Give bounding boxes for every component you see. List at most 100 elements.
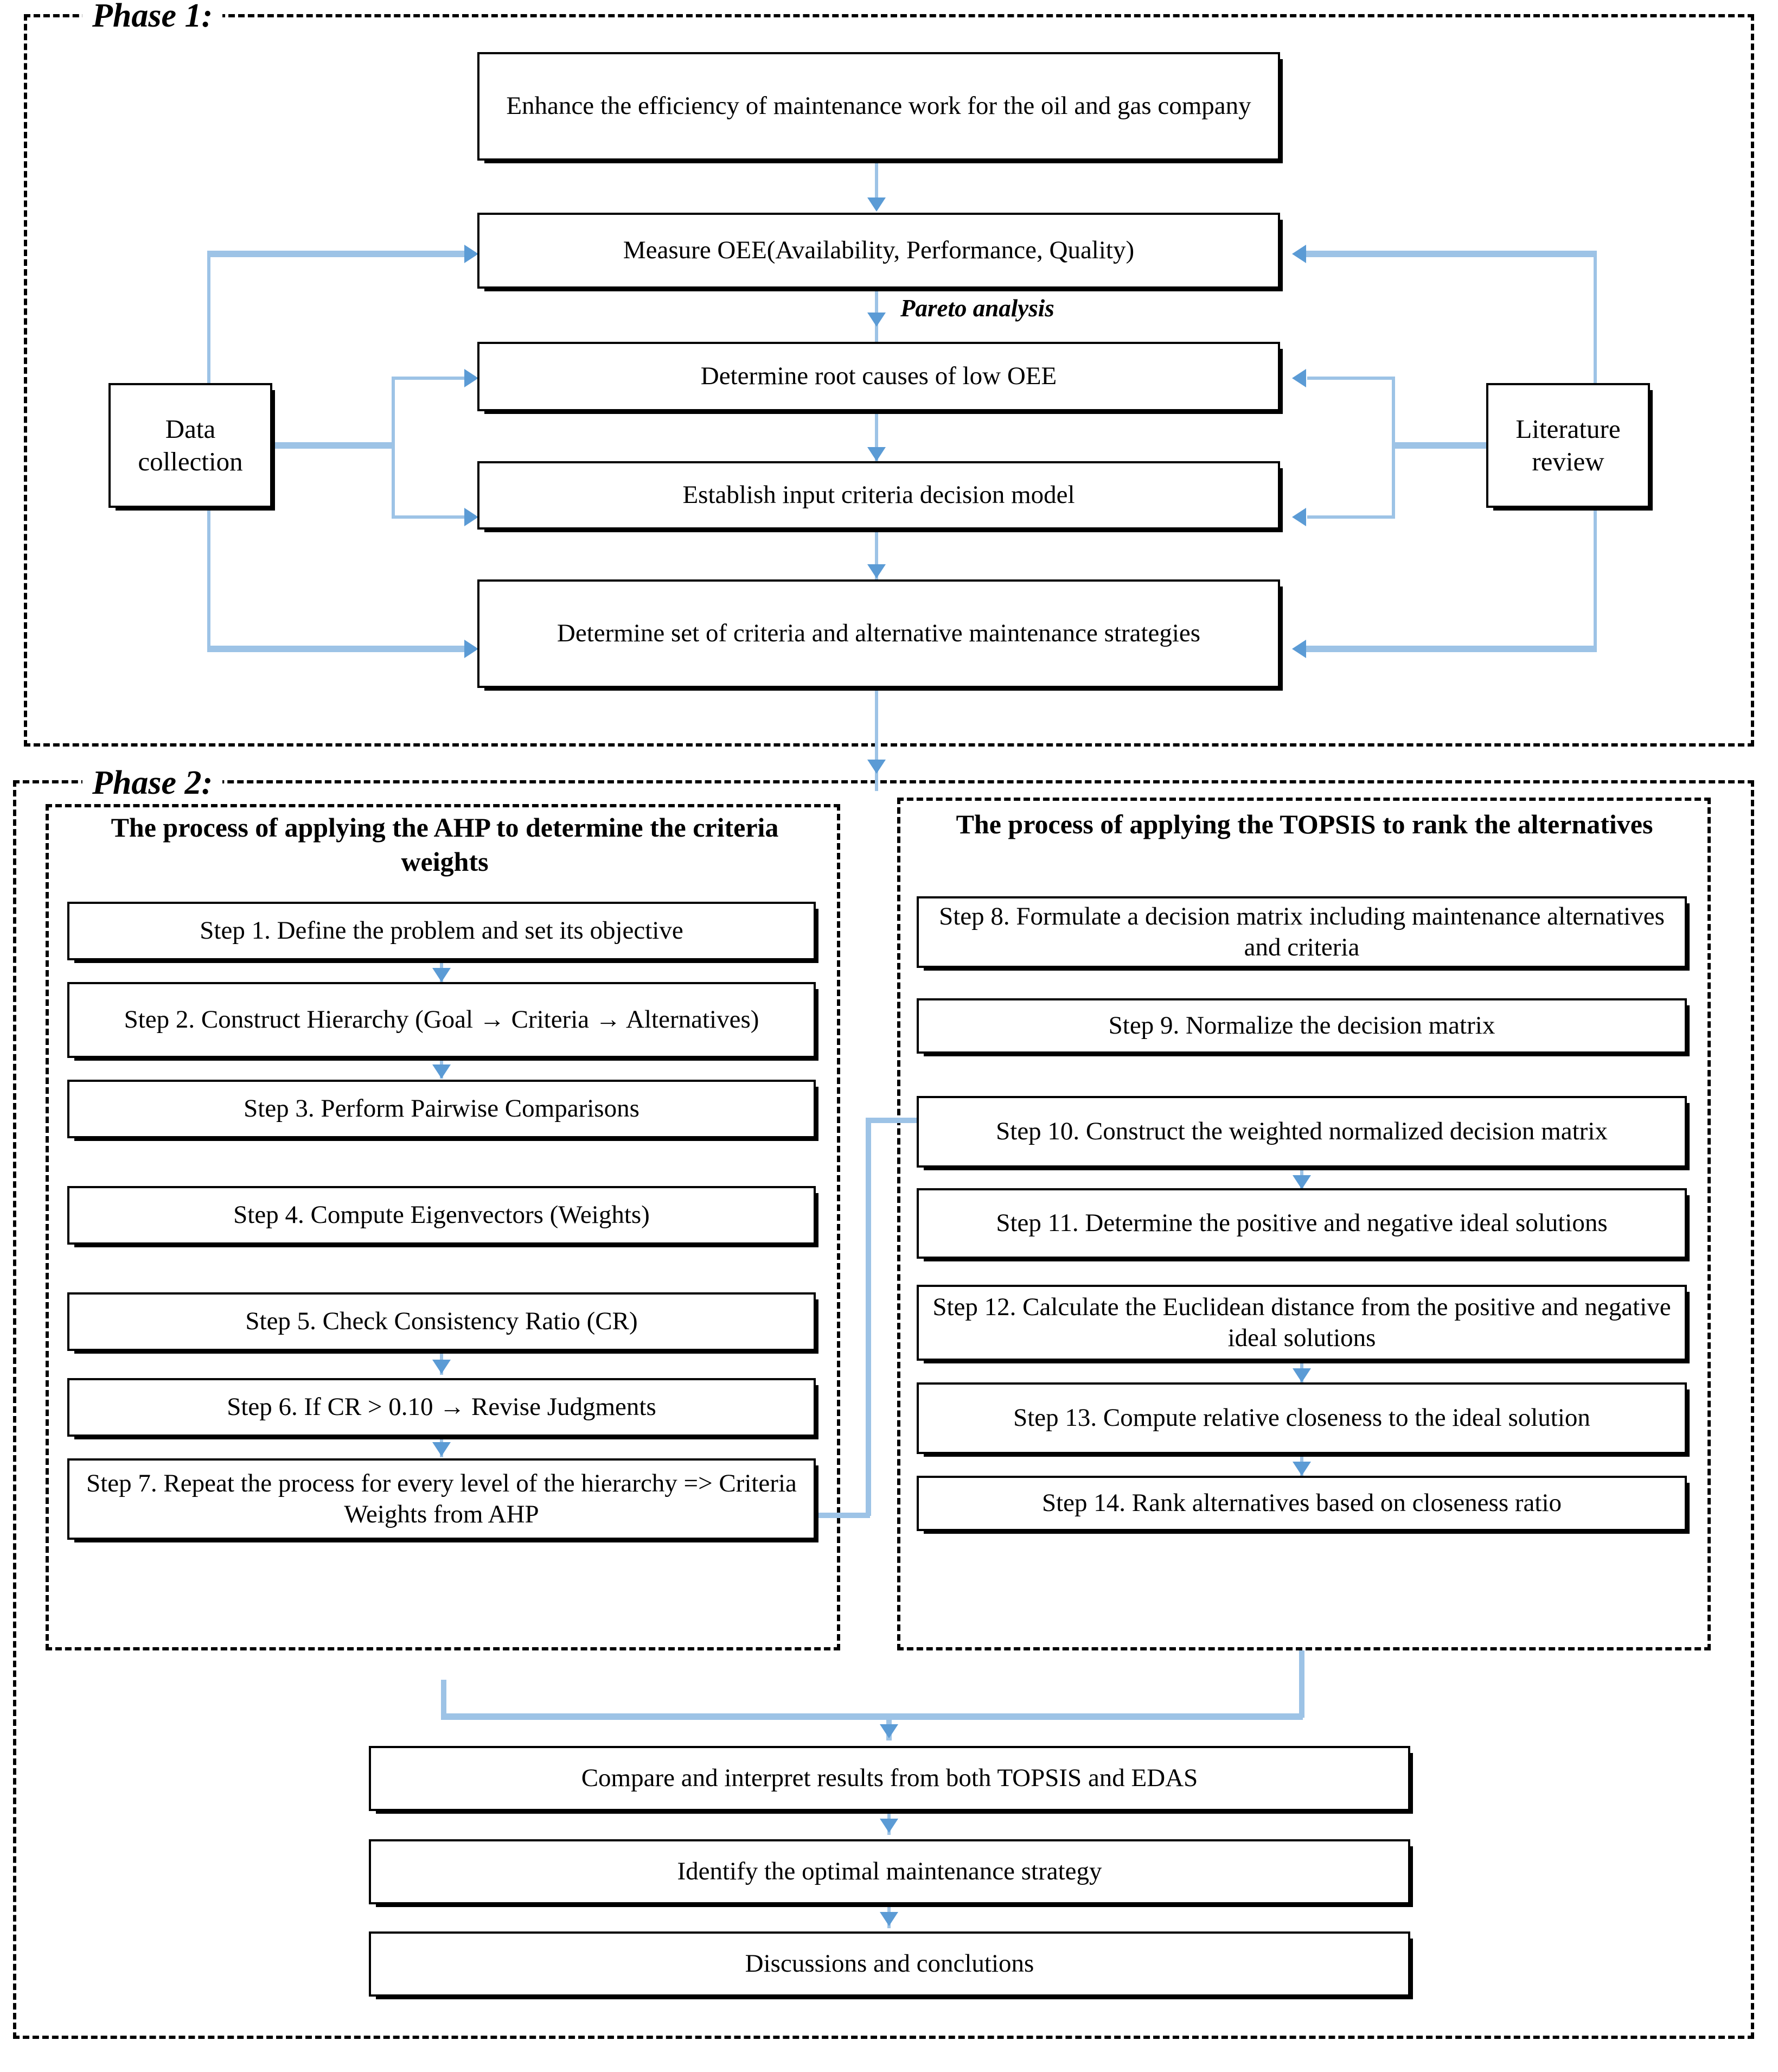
connector-ahp-merge-h [441,1713,891,1720]
connector-data-fan-to-input [392,515,468,519]
arrow-lit-to-measure [1292,245,1306,263]
conclusion-box-compare-text: Compare and interpret results from both … [581,1764,1198,1793]
box-data-collection: Data collection [108,383,272,508]
ahp-step-4: Step 4. Compute Eigenvectors (Weights) [67,1186,816,1245]
box-criteria-alternatives: Determine set of criteria and alternativ… [477,579,1280,688]
conclusion-box-discussions-text: Discussions and conclutions [745,1949,1034,1978]
connector-lit-left-stub [1394,442,1487,449]
box-root-causes: Determine root causes of low OEE [477,342,1280,411]
conclusion-box-compare: Compare and interpret results from both … [369,1746,1410,1811]
arrow-data-to-root [464,369,478,387]
ahp-step-5-text: Step 5. Check Consistency Ratio (CR) [245,1307,638,1336]
connector-lit-to-measure-horiz [1306,251,1597,257]
connector-ahp7-to-topsis10-v [866,1118,871,1516]
connector-lit-fan-to-root [1307,377,1394,380]
arrow-data-to-input [464,508,478,526]
arrow-data-to-criteria-alt [464,640,478,658]
connector-input-to-criteria-alt [875,530,878,579]
arrow-ahp-6-7 [432,1442,451,1456]
connector-topsis-merge-v [1299,1650,1304,1718]
connector-lit-fan-to-input [1307,515,1394,519]
connector-root-to-input [875,411,878,461]
arrow-topsis-10-11 [1293,1175,1311,1189]
conclusion-box-identify-text: Identify the optimal maintenance strateg… [677,1857,1102,1886]
box-measure-oee: Measure OEE(Availability, Performance, Q… [477,213,1280,289]
topsis-step-9: Step 9. Normalize the decision matrix [917,998,1687,1054]
arrow-ahp-2-3 [432,1064,451,1079]
arrow-topsis-12-13 [1293,1368,1311,1382]
ahp-step-7: Step 7. Repeat the process for every lev… [67,1458,816,1540]
connector-phase1-to-phase2 [875,688,878,791]
arrow-topsis-13-14 [1293,1462,1311,1476]
phase-2-frame [13,780,1754,2039]
box-input-criteria: Establish input criteria decision model [477,461,1280,530]
connector-lit-spine-down [1594,507,1597,649]
edge-label-pareto: Pareto analysis [900,295,1054,322]
arrow-lit-to-input [1292,508,1306,526]
arrow-data-to-measure [464,245,478,263]
connector-data-fan-vertical [392,377,395,519]
box-root-causes-text: Determine root causes of low OEE [700,362,1057,391]
connector-ahp7-to-topsis10-h1 [816,1513,870,1518]
arrow-goal-to-measure [867,197,886,212]
topsis-step-12-text: Step 12. Calculate the Euclidean distanc… [932,1292,1671,1352]
connector-goal-to-measure [875,161,878,203]
topsis-step-11: Step 11. Determine the positive and nega… [917,1188,1687,1259]
conclusion-box-identify: Identify the optimal maintenance strateg… [369,1839,1410,1904]
phase-1-label: Phase 1: [82,0,223,33]
box-criteria-alternatives-text: Determine set of criteria and alternativ… [557,619,1201,648]
ahp-step-2: Step 2. Construct Hierarchy (Goal → Crit… [67,982,816,1058]
topsis-step-10: Step 10. Construct the weighted normaliz… [917,1096,1687,1168]
arrow-compare-to-identify [880,1819,898,1833]
topsis-step-14: Step 14. Rank alternatives based on clos… [917,1476,1687,1531]
ahp-step-3-text: Step 3. Perform Pairwise Comparisons [244,1094,639,1123]
conclusion-box-discussions: Discussions and conclutions [369,1931,1410,1997]
phase-2-label: Phase 2: [82,766,223,800]
phase-1-frame [24,14,1754,747]
box-measure-oee-text: Measure OEE(Availability, Performance, Q… [623,236,1135,265]
arrow-phase1-to-phase2 [867,760,886,774]
topsis-step-8: Step 8. Formulate a decision matrix incl… [917,896,1687,968]
connector-ahp7-to-topsis10-h2 [866,1118,942,1123]
box-input-criteria-text: Establish input criteria decision model [682,481,1075,509]
connector-lit-spine-up [1594,254,1597,384]
connector-data-spine-up [207,254,210,384]
topsis-step-9-text: Step 9. Normalize the decision matrix [1108,1011,1495,1040]
connector-lit-to-criteria-horiz [1306,646,1597,652]
connector-data-right-stub [272,442,395,449]
box-literature-review-text: Literature review [1515,414,1621,476]
topsis-step-13-text: Step 13. Compute relative closeness to t… [1013,1404,1590,1432]
arrow-lit-to-criteria-alt [1292,640,1306,658]
arrow-merge-to-compare [880,1724,898,1738]
ahp-step-7-text: Step 7. Repeat the process for every lev… [86,1469,797,1528]
connector-data-spine-down [207,507,210,649]
arrow-root-to-input [867,447,886,461]
arrow-ahp-1-2 [432,968,451,982]
ahp-step-5: Step 5. Check Consistency Ratio (CR) [67,1292,816,1351]
ahp-step-3: Step 3. Perform Pairwise Comparisons [67,1080,816,1138]
connector-data-to-criteria-horiz [207,646,468,652]
ahp-step-1: Step 1. Define the problem and set its o… [67,902,816,960]
ahp-subframe [46,804,840,1650]
ahp-step-1-text: Step 1. Define the problem and set its o… [200,916,683,945]
topsis-step-11-text: Step 11. Determine the positive and nega… [996,1209,1608,1238]
connector-topsis-merge-h [885,1713,1303,1720]
box-data-collection-text: Data collection [138,414,243,476]
topsis-subframe [897,798,1711,1650]
topsis-step-13: Step 13. Compute relative closeness to t… [917,1382,1687,1454]
arrow-measure-to-root [867,313,886,327]
box-goal: Enhance the efficiency of maintenance wo… [477,52,1280,161]
ahp-step-6: Step 6. If CR > 0.10 → Revise Judgments [67,1378,816,1437]
arrow-input-to-criteria-alt [867,564,886,578]
arrow-ahp-5-6 [432,1360,451,1374]
ahp-heading: The process of applying the AHP to deter… [111,812,779,877]
connector-data-to-measure-horiz [207,251,468,257]
connector-ahp-merge-v [441,1680,446,1718]
ahp-step-2-text: Step 2. Construct Hierarchy (Goal → Crit… [124,1005,759,1034]
topsis-step-10-text: Step 10. Construct the weighted normaliz… [996,1117,1608,1146]
topsis-heading: The process of applying the TOPSIS to ra… [956,809,1653,839]
ahp-step-6-text: Step 6. If CR > 0.10 → Revise Judgments [227,1393,656,1421]
connector-data-fan-to-root [392,377,468,380]
ahp-step-4-text: Step 4. Compute Eigenvectors (Weights) [233,1201,650,1229]
